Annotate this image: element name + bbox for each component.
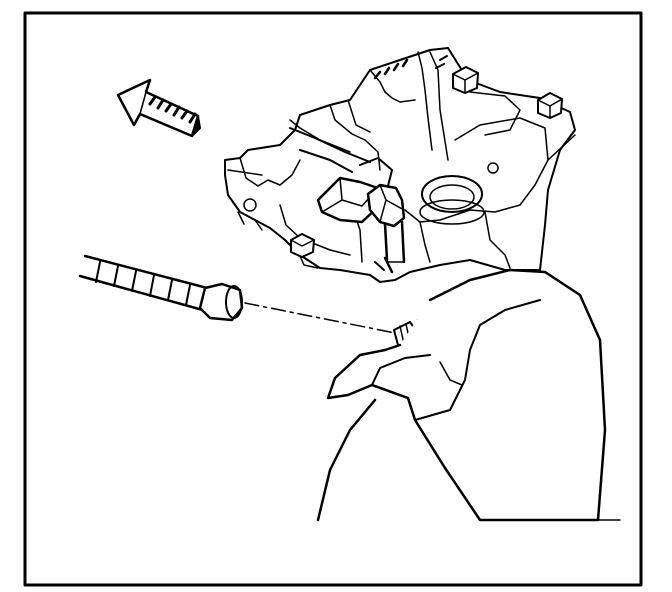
alignment-line [244,302,396,334]
direction-arrow [116,78,201,138]
cable-connector [289,127,406,264]
sensor-cable [78,254,217,314]
frame-bracket [316,268,621,522]
mounting-bolt [290,66,563,258]
engine-block [224,47,576,283]
outer-border [23,11,643,587]
cable-plug [198,282,244,322]
